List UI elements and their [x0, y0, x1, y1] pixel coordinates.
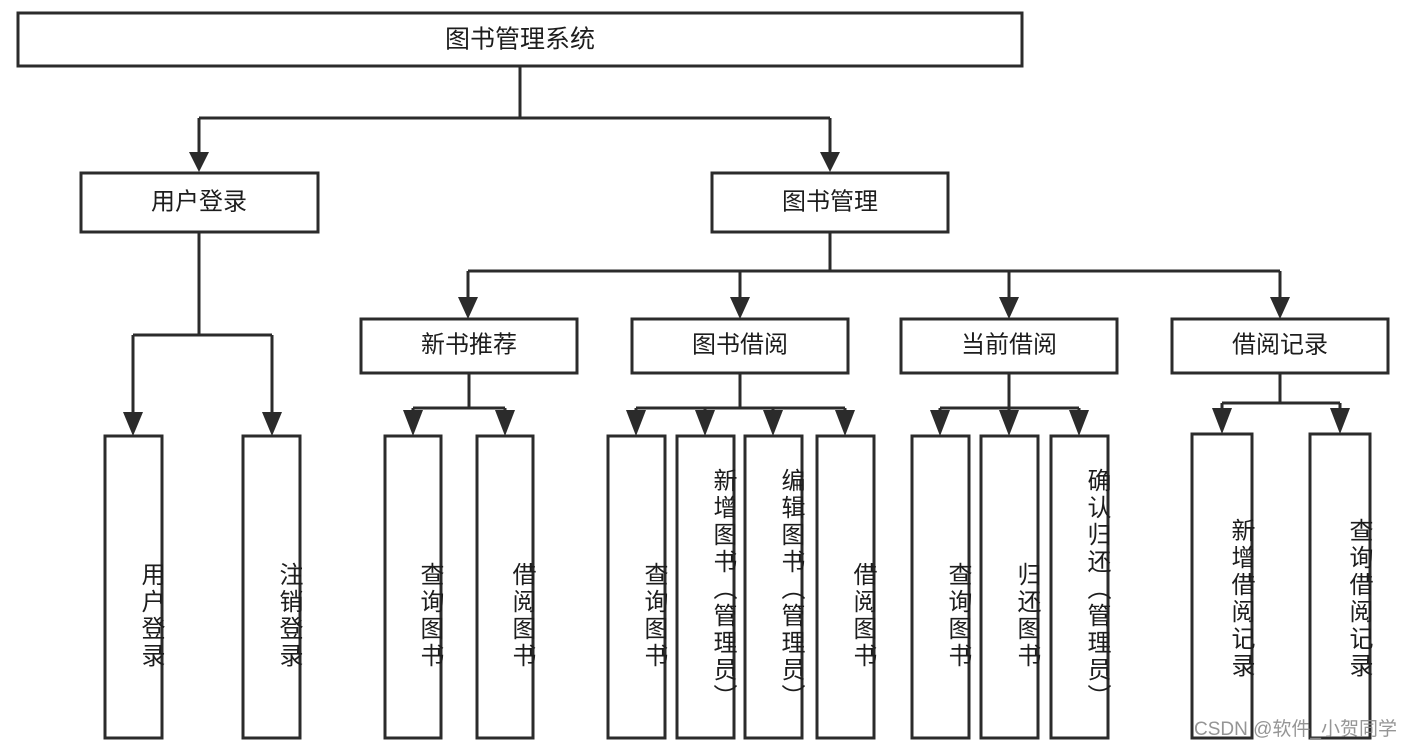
- arrow-bb-1: [695, 410, 715, 436]
- arrow-br-0: [1212, 408, 1232, 434]
- arrow-cb-2: [1069, 410, 1089, 436]
- leaf-box-bb-add[interactable]: [675, 434, 736, 740]
- current-borrow-box[interactable]: [899, 317, 1119, 375]
- arrow-cb-0: [930, 410, 950, 436]
- arrow-nb-0: [403, 410, 423, 436]
- root-box[interactable]: [16, 11, 1024, 68]
- arrow-bb-3: [835, 410, 855, 436]
- current-borrow-label: 当前借阅: [961, 331, 1057, 358]
- node-root[interactable]: 图书管理系统: [16, 11, 1024, 68]
- arrow-br-1: [1330, 408, 1350, 434]
- book-borrow-label: 图书借阅: [692, 331, 788, 358]
- root-label: 图书管理系统: [445, 26, 595, 54]
- leaf-box-logout[interactable]: [241, 434, 302, 740]
- leaf-box-cb-query[interactable]: [910, 434, 971, 740]
- node-book-borrow[interactable]: 图书借阅: [630, 317, 850, 375]
- leaf-box-nb-query[interactable]: [383, 434, 443, 740]
- arrow-bb-2: [763, 410, 783, 436]
- leaf-box-bb-borrow[interactable]: [815, 434, 876, 740]
- arrow-bb-0: [626, 410, 646, 436]
- node-current-borrow[interactable]: 当前借阅: [899, 317, 1119, 375]
- book-borrow-box[interactable]: [630, 317, 850, 375]
- arrow-nb-1: [495, 410, 515, 436]
- leaf-box-user-login[interactable]: [103, 434, 164, 740]
- node-new-book[interactable]: 新书推荐: [359, 317, 579, 375]
- arrow-leaf-user-login: [123, 412, 143, 436]
- leaf-box-nb-borrow[interactable]: [475, 434, 535, 740]
- node-borrow-record[interactable]: 借阅记录: [1170, 317, 1390, 375]
- leaf-box-br-add[interactable]: [1190, 432, 1254, 740]
- leaf-box-br-query[interactable]: [1308, 432, 1372, 740]
- book-manage-label: 图书管理: [782, 188, 878, 215]
- leaf-box-bb-query[interactable]: [606, 434, 667, 740]
- arrow-book-manage: [820, 152, 840, 172]
- arrow-book-borrow: [730, 297, 750, 319]
- node-book-manage[interactable]: 图书管理: [710, 171, 950, 234]
- arrow-new-book: [458, 297, 478, 319]
- new-book-label: 新书推荐: [421, 331, 517, 358]
- arrow-user-login: [189, 152, 209, 172]
- leaf-box-cb-return[interactable]: [979, 434, 1040, 740]
- arrow-current-borrow: [999, 297, 1019, 319]
- borrow-record-box[interactable]: [1170, 317, 1390, 375]
- csdn-watermark: CSDN @软件_小贺同学: [1194, 719, 1397, 740]
- arrow-borrow-record: [1270, 297, 1290, 319]
- user-login-label: 用户登录: [151, 188, 247, 215]
- leaf-box-bb-edit[interactable]: [743, 434, 804, 740]
- arrow-leaf-logout: [262, 412, 282, 436]
- new-book-box[interactable]: [359, 317, 579, 375]
- node-user-login[interactable]: 用户登录: [79, 171, 320, 234]
- book-manage-box[interactable]: [710, 171, 950, 234]
- leaf-box-cb-confirm[interactable]: [1049, 434, 1110, 740]
- arrow-cb-1: [999, 410, 1019, 436]
- borrow-record-label: 借阅记录: [1232, 331, 1328, 358]
